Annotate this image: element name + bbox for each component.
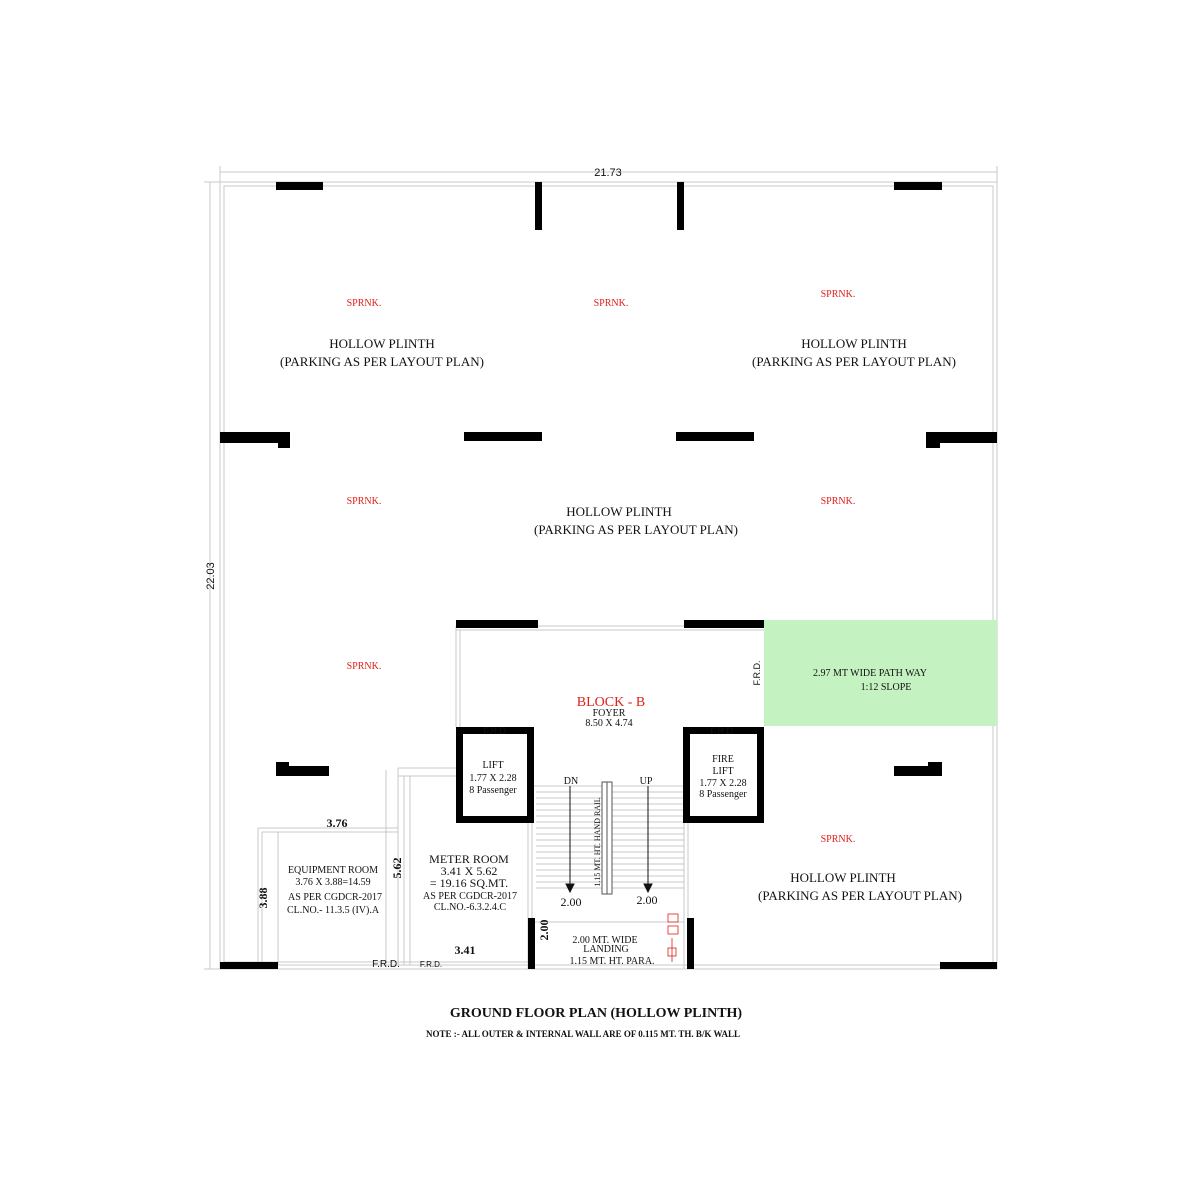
- fire-equipment-icon: [667, 913, 679, 962]
- stair-arrows: [565, 786, 653, 894]
- equipment-room-clause: CL.NO.- 11.3.5 (IV).A: [287, 905, 380, 916]
- lift-capacity: 8 Passenger: [469, 785, 517, 796]
- block-title: BLOCK - B: [577, 695, 645, 710]
- equipment-depth-dimension: 3.88: [256, 888, 270, 909]
- parking-title: HOLLOW PLINTH: [329, 336, 435, 351]
- walls: [220, 182, 997, 969]
- sprinkler-label: SPRNK.: [821, 496, 856, 507]
- frd-label: F.R.D.: [752, 660, 762, 685]
- meter-room-size: 3.41 X 5.62: [441, 864, 498, 878]
- overall-depth-dimension: [204, 181, 220, 970]
- drawing-note: NOTE :- ALL OUTER & INTERNAL WALL ARE OF…: [426, 1029, 740, 1039]
- meter-depth-dimension: 5.62: [390, 858, 404, 879]
- sprinkler-label: SPRNK.: [347, 298, 382, 309]
- meter-room-area: = 19.16 SQ.MT.: [430, 876, 508, 890]
- fire-lift-name-2: LIFT: [712, 766, 733, 777]
- equipment-width-dimension: 3.76: [327, 816, 348, 830]
- overall-width-label: 21.73: [594, 167, 622, 179]
- equipment-room-title: EQUIPMENT ROOM: [288, 865, 378, 876]
- parking-title: HOLLOW PLINTH: [790, 870, 896, 885]
- frd-label: F.R.D.: [710, 726, 735, 736]
- meter-room-code: AS PER CGDCR-2017: [423, 891, 517, 902]
- sprinkler-label: SPRNK.: [821, 834, 856, 845]
- sprinkler-label: SPRNK.: [594, 298, 629, 309]
- parking-subtitle: (PARKING AS PER LAYOUT PLAN): [534, 522, 738, 537]
- fire-lift-size: 1.77 X 2.28: [699, 778, 746, 789]
- landing-line-2: LANDING: [583, 944, 629, 955]
- drawing-title: GROUND FLOOR PLAN (HOLLOW PLINTH): [450, 1006, 743, 1021]
- landing-line-3: 1.15 MT. HT. PARA.: [569, 956, 654, 967]
- parking-subtitle: (PARKING AS PER LAYOUT PLAN): [280, 354, 484, 369]
- foyer-label: FOYER: [593, 708, 626, 719]
- parking-title: HOLLOW PLINTH: [566, 504, 672, 519]
- pathway-label-line-2: 1:12 SLOPE: [861, 682, 912, 693]
- stair-right-dimension: 2.00: [637, 893, 658, 907]
- pathway-area: [764, 620, 997, 726]
- lift-name: LIFT: [482, 760, 503, 771]
- fire-lift-name-1: FIRE: [712, 754, 734, 765]
- parking-subtitle: (PARKING AS PER LAYOUT PLAN): [758, 888, 962, 903]
- equipment-room-code: AS PER CGDCR-2017: [288, 892, 382, 903]
- meter-width-dimension: 3.41: [455, 943, 476, 957]
- parking-subtitle: (PARKING AS PER LAYOUT PLAN): [752, 354, 956, 369]
- sprinkler-label: SPRNK.: [347, 661, 382, 672]
- stair-up-label: UP: [640, 776, 653, 787]
- landing-depth-dimension: 2.00: [537, 920, 551, 941]
- frd-label: F.R.D.: [420, 960, 442, 969]
- stair-left-dimension: 2.00: [561, 895, 582, 909]
- overall-depth-label: 22.03: [205, 562, 217, 590]
- equipment-room-area: 3.76 X 3.88=14.59: [295, 877, 370, 888]
- frd-label: F.R.D.: [372, 959, 400, 970]
- building-outline: [219, 181, 998, 970]
- lift-size: 1.77 X 2.28: [469, 773, 516, 784]
- fire-lift-capacity: 8 Passenger: [699, 789, 747, 800]
- sprinkler-label: SPRNK.: [347, 496, 382, 507]
- landing-line-1: 2.00 MT. WIDE: [572, 935, 637, 946]
- foyer-size: 8.50 X 4.74: [585, 718, 632, 729]
- overall-width-dimension: [219, 166, 998, 182]
- stair-down-label: DN: [564, 776, 578, 787]
- frd-label: F.R.D.: [483, 726, 508, 736]
- meter-room-clause: CL.NO.-6.3.2.4.C: [434, 902, 507, 913]
- hand-rail-label: 1.15 MT. HT. HAND RAIL: [593, 797, 602, 886]
- sprinkler-label: SPRNK.: [821, 289, 856, 300]
- parking-title: HOLLOW PLINTH: [801, 336, 907, 351]
- pathway-label-line-1: 2.97 MT WIDE PATH WAY: [813, 668, 927, 679]
- meter-room-title: METER ROOM: [429, 852, 509, 866]
